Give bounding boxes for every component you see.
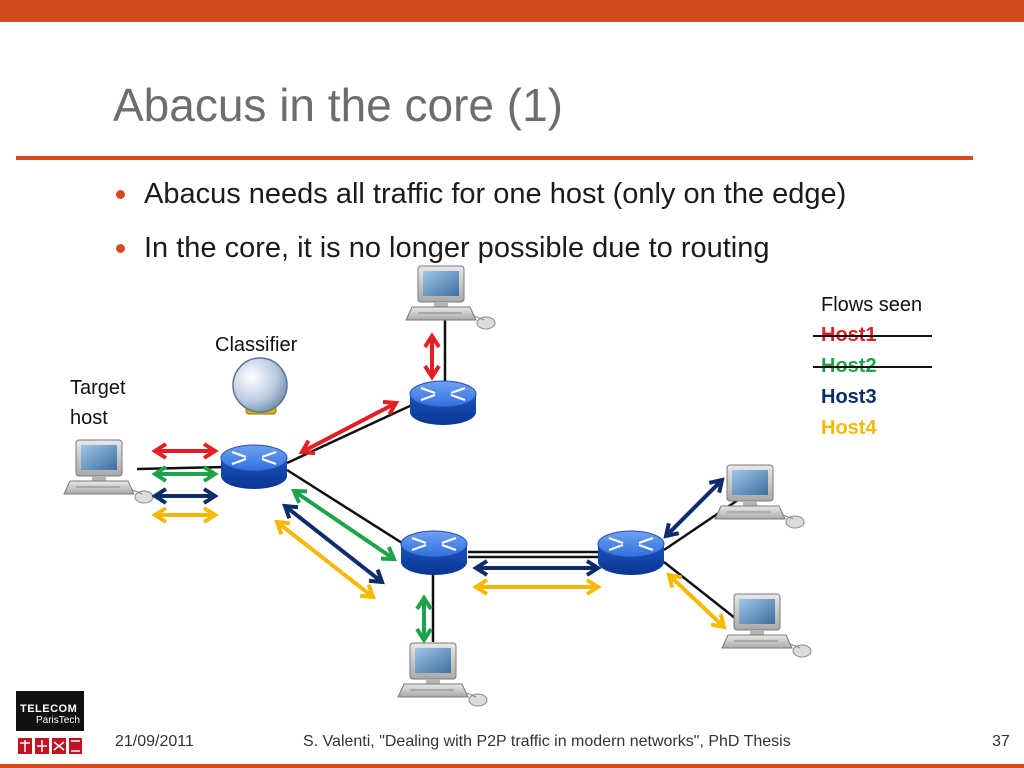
slide-title: Abacus in the core (1): [113, 79, 564, 131]
flow-arrow-host3: [282, 503, 385, 585]
arrowhead-icon: [663, 522, 680, 539]
top-accent-bar: [0, 0, 1024, 22]
flow-arrow-host3: [663, 477, 725, 539]
arrowhead-icon: [472, 559, 489, 577]
target-host-computer: [63, 439, 154, 504]
arrowhead-icon: [710, 613, 727, 630]
right-upper-computer: [714, 464, 805, 529]
arrowhead-icon: [585, 559, 602, 577]
bullet-list: Abacus needs all traffic for one host (o…: [113, 172, 846, 280]
footer-citation: S. Valenti, "Dealing with P2P traffic in…: [303, 733, 791, 750]
flow-arrow-host4: [151, 506, 219, 524]
bottom-computer: [397, 642, 488, 707]
router-edge: [219, 443, 289, 491]
logo-text-telecom: TELECOM: [20, 703, 78, 715]
arrow-shaft: [669, 574, 724, 628]
flow-arrow-host1: [151, 442, 219, 460]
flow-arrow-host2: [151, 465, 219, 483]
arrowhead-icon: [202, 487, 219, 505]
link-target-router: [136, 465, 226, 471]
arrowhead-icon: [472, 578, 489, 596]
flow-arrow-host2: [415, 594, 433, 644]
arrowhead-icon: [382, 399, 400, 416]
arrowhead-icon: [423, 332, 441, 349]
arrow-shaft: [277, 521, 373, 598]
arrowhead-icon: [368, 569, 385, 585]
arrowhead-icon: [274, 519, 291, 535]
bullet-text: Abacus needs all traffic for one host (o…: [144, 178, 847, 210]
arrowhead-icon: [423, 364, 441, 381]
arrowhead-icon: [585, 578, 602, 596]
arrowhead-icon: [151, 465, 168, 483]
router-core-right: [596, 529, 666, 577]
arrow-shaft: [294, 490, 394, 560]
classifier-icon: [232, 357, 288, 415]
arrowhead-icon: [282, 503, 299, 519]
footer-date: 21/09/2011: [115, 733, 194, 750]
arrowhead-icon: [415, 594, 433, 611]
target-host-label-line1: Target: [70, 377, 126, 399]
arrowhead-icon: [151, 487, 168, 505]
flow-arrow-host3: [472, 559, 602, 577]
page-number: 37: [992, 733, 1010, 750]
arrowhead-icon: [202, 465, 219, 483]
arrowhead-icon: [298, 439, 316, 456]
arrowhead-icon: [666, 572, 683, 589]
arrowhead-icon: [708, 477, 725, 494]
top-computer: [405, 265, 496, 330]
bullet-dot-icon: [116, 244, 125, 253]
right-lower-computer: [721, 593, 812, 658]
arrowhead-icon: [151, 506, 168, 524]
logo-box: TELECOM ParisTech: [16, 691, 84, 731]
arrowhead-icon: [151, 442, 168, 460]
flow-arrow-host4: [472, 578, 602, 596]
logo-text-paristech: ParisTech: [36, 715, 80, 726]
arrow-shaft: [285, 505, 382, 583]
strikethrough-line: [813, 335, 933, 337]
flows-seen-legend: Flows seen Host1 Host2 Host3 Host4: [813, 290, 933, 444]
title-divider: [16, 156, 973, 160]
flow-arrow-host4: [274, 519, 376, 600]
flow-item-host1: Host1: [813, 320, 933, 351]
router-top: [408, 379, 478, 427]
flow-label: Host4: [821, 417, 877, 439]
flows-seen-title: Flows seen: [821, 294, 923, 316]
arrowhead-icon: [290, 488, 308, 504]
flow-item-host2: Host2: [813, 351, 933, 382]
target-host-label-line2: host: [70, 407, 108, 429]
flow-item-host4: Host4: [821, 413, 922, 444]
flow-arrow-host3: [151, 487, 219, 505]
link-router-mid: [286, 468, 411, 550]
arrow-shaft: [665, 480, 723, 537]
logo-seal-icon: [16, 735, 84, 757]
flow-item-host3: Host3: [821, 382, 922, 413]
bullet-item: Abacus needs all traffic for one host (o…: [113, 172, 846, 226]
router-core-middle: [399, 529, 469, 577]
arrow-shaft: [302, 402, 396, 453]
bottom-accent-bar: [0, 764, 1024, 768]
arrowhead-icon: [359, 584, 376, 600]
classifier-label: Classifier: [215, 334, 298, 356]
flow-arrow-host4: [666, 572, 727, 630]
bullet-text: In the core, it is no longer possible du…: [144, 232, 770, 264]
flow-arrows: [151, 332, 727, 644]
telecom-paristech-logo: TELECOM ParisTech: [16, 691, 84, 761]
arrowhead-icon: [202, 506, 219, 524]
flow-arrow-host1: [423, 332, 441, 381]
link-right-pc-lower: [663, 561, 741, 623]
flow-label: Host3: [821, 386, 877, 408]
bullet-item: In the core, it is no longer possible du…: [113, 226, 846, 280]
arrowhead-icon: [415, 627, 433, 644]
arrowhead-icon: [202, 442, 219, 460]
flow-arrow-host1: [298, 399, 400, 456]
bullet-dot-icon: [116, 190, 125, 199]
arrowhead-icon: [380, 546, 398, 562]
strikethrough-line: [813, 366, 933, 368]
flow-arrow-host2: [290, 488, 398, 562]
